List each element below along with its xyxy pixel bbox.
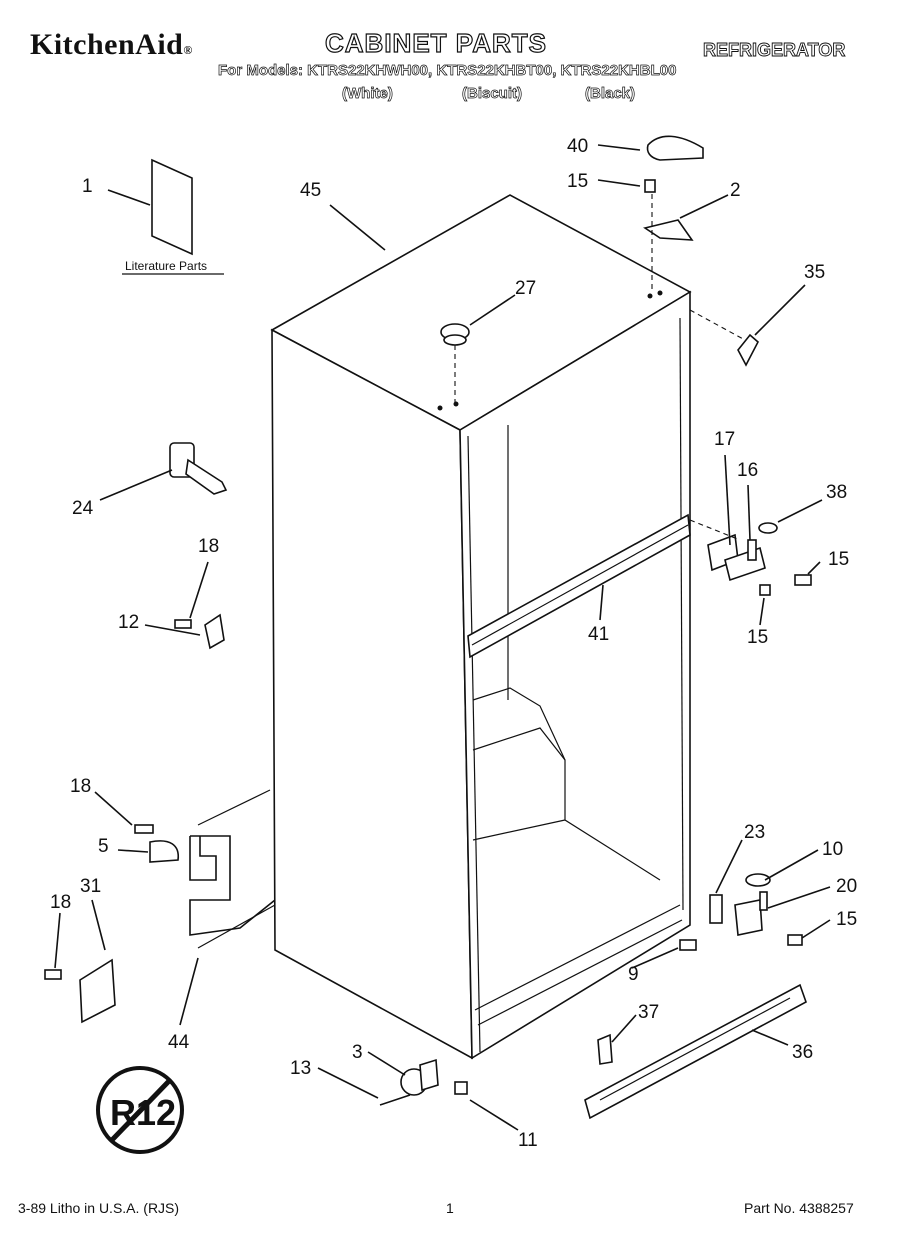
top-plug	[440, 323, 470, 402]
callout-15c: 15	[747, 627, 768, 648]
divider-rail	[467, 513, 691, 659]
callout-24: 24	[72, 498, 94, 519]
hinge-pin-cover	[737, 333, 760, 367]
footer-part-number: Part No. 4388257	[744, 1200, 854, 1216]
callout-11: 11	[518, 1130, 538, 1151]
literature-label: Literature Parts	[125, 259, 207, 273]
callout-18c: 18	[50, 892, 71, 913]
lower-hinge-bracket	[134, 789, 276, 949]
leveling-leg	[169, 442, 228, 495]
callout-15a: 15	[567, 171, 588, 192]
callout-12: 12	[118, 612, 139, 633]
door-stop-bracket	[174, 613, 225, 650]
models-line: For Models: KTRS22KHWH00, KTRS22KHBT00, …	[218, 62, 677, 80]
color-black: (Black)	[585, 85, 636, 103]
callout-18b: 18	[70, 776, 91, 797]
callout-44: 44	[168, 1032, 190, 1053]
stamp-text: R12	[110, 1092, 176, 1133]
callout-36: 36	[792, 1042, 813, 1063]
literature-pack	[122, 158, 224, 275]
callout-10: 10	[822, 839, 843, 860]
top-hinge	[643, 179, 694, 290]
callout-13: 13	[290, 1058, 311, 1079]
page-title: CABINET PARTS	[324, 27, 547, 58]
callout-41: 41	[588, 624, 609, 645]
r12-stamp: R12	[96, 1066, 184, 1154]
callout-35: 35	[804, 262, 825, 283]
callout-45: 45	[300, 180, 321, 201]
callout-27: 27	[515, 278, 536, 299]
hinge-cover-lower	[44, 958, 116, 1024]
callout-20: 20	[836, 876, 857, 897]
callout-3: 3	[352, 1042, 363, 1063]
bottom-roller	[379, 1058, 468, 1106]
appliance-type: REFRIGERATOR	[703, 40, 846, 61]
callout-1: 1	[82, 176, 93, 197]
grille-clip	[597, 1033, 613, 1065]
callout-17: 17	[714, 429, 735, 450]
bottom-hinge	[709, 873, 803, 946]
callout-15b: 15	[828, 549, 849, 570]
callout-18a: 18	[198, 536, 219, 557]
cabinet-body	[270, 194, 692, 1060]
footer-page-number: 1	[446, 1200, 454, 1216]
hinge-cover	[646, 135, 704, 161]
callout-37: 37	[638, 1002, 659, 1023]
callout-9: 9	[628, 964, 639, 985]
callout-23: 23	[744, 822, 765, 843]
color-white: (White)	[342, 85, 394, 103]
brand-logo: KitchenAid®	[30, 28, 193, 61]
callout-2: 2	[730, 180, 741, 201]
screw-9	[679, 939, 697, 951]
toe-grille	[584, 983, 807, 1120]
color-biscuit: (Biscuit)	[462, 85, 523, 103]
footer-litho: 3-89 Litho in U.S.A. (RJS)	[18, 1200, 180, 1216]
callout-31: 31	[80, 876, 101, 897]
callout-40: 40	[567, 136, 588, 157]
callout-15d: 15	[836, 909, 857, 930]
callout-38: 38	[826, 482, 847, 503]
callout-16: 16	[737, 460, 758, 481]
callout-5: 5	[98, 836, 109, 857]
leader-lines	[54, 144, 831, 1131]
